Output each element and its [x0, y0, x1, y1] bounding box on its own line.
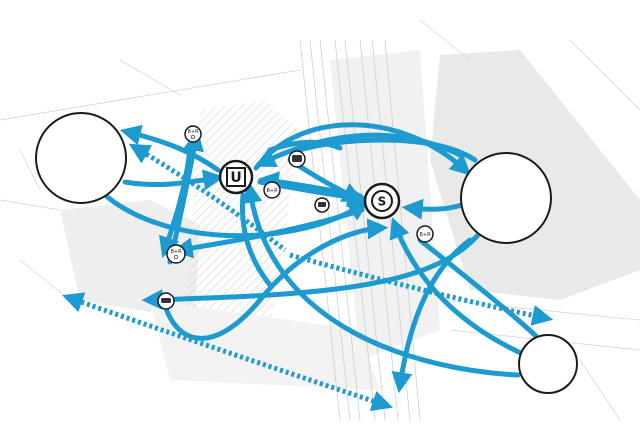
- destinations: [35, 112, 578, 394]
- car-icon: [161, 298, 171, 303]
- flow-arrows: [102, 122, 543, 394]
- taxi-icon: [318, 202, 326, 207]
- flow-arrow: [119, 124, 221, 173]
- bike-icon-west: [173, 254, 179, 260]
- u-bahn-node: U: [218, 159, 254, 195]
- bike-ride-node-center: B+R: [263, 181, 281, 199]
- bike-ride-node-east: B+R: [416, 225, 434, 243]
- bike-ride-label-west: B+R: [170, 249, 182, 255]
- flow-arrow: [171, 207, 365, 259]
- bus-icon: [292, 155, 302, 162]
- destination-circle-southeast: [518, 334, 578, 394]
- flow-arrow: [267, 139, 343, 153]
- u-bahn-label: U: [230, 170, 241, 186]
- dashed-arrow: [289, 252, 554, 326]
- flow-arrow: [239, 192, 273, 288]
- bike-ride-label-east: B+R: [419, 232, 431, 238]
- s-bahn-node: S: [363, 182, 401, 220]
- bike-ride-label: B+R: [187, 129, 199, 135]
- flow-arrow: [122, 169, 225, 191]
- flow-arrow: [401, 198, 465, 220]
- dashed-arrow: [62, 292, 393, 411]
- car-parking-node: [157, 292, 175, 310]
- bike-icon: [190, 134, 196, 140]
- taxi-node: [314, 197, 330, 213]
- flow-arrow: [159, 147, 193, 258]
- bus-node: [288, 150, 306, 168]
- bike-ride-label-center: B+R: [266, 188, 278, 194]
- flow-arrow: [297, 137, 478, 163]
- s-bahn-label: S: [378, 195, 387, 209]
- dashed-arrow: [128, 143, 287, 252]
- station-nodes: U S B+R B+R B+R: [157, 125, 434, 310]
- dashed-arrows: [62, 143, 554, 411]
- destination-circle-west: [35, 112, 127, 204]
- flow-arrow: [391, 237, 473, 394]
- destination-circle-east: [460, 152, 552, 244]
- flow-arrow: [417, 237, 543, 343]
- bike-ride-node-west: B+R: [166, 244, 186, 264]
- site-block-west: [60, 200, 200, 320]
- flow-arrow: [389, 217, 528, 358]
- bike-ride-node-north: B+R: [184, 125, 202, 143]
